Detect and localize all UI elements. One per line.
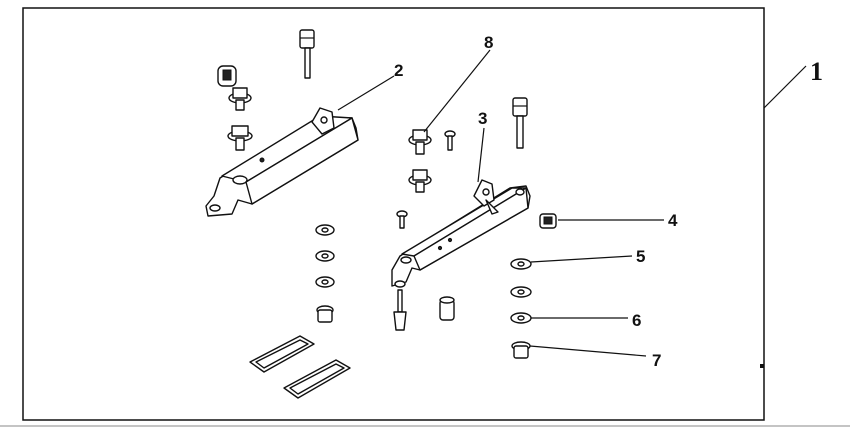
small-bolt-mid: [396, 210, 408, 229]
left-hex-bolt: [299, 29, 315, 79]
leader-3: [477, 127, 485, 183]
adhesive-pad-b: [283, 359, 351, 399]
left-nut: [217, 65, 237, 87]
small-bolt-top: [444, 130, 456, 151]
callout-3: 3: [478, 109, 487, 128]
kit-frame: [22, 7, 765, 421]
leader-2: [337, 75, 395, 111]
leader-5: [530, 255, 633, 263]
drop-stud: [393, 289, 407, 331]
callout-1: 1: [810, 57, 823, 86]
callout-4: 4: [668, 211, 678, 230]
callout-8: 8: [484, 33, 493, 52]
leader-8: [423, 49, 491, 133]
left-flange-nut-a: [228, 87, 252, 111]
flange-nut-8a: [408, 129, 432, 155]
right-bracket: [391, 179, 531, 288]
washer-stack-left: [315, 224, 335, 323]
washer-6: [510, 312, 532, 324]
spacer-sleeve: [439, 296, 455, 321]
washer-5: [510, 258, 532, 270]
square-nut: [539, 213, 557, 229]
corner-mark: [760, 364, 764, 368]
nut-7: [511, 341, 531, 359]
adhesive-pad-a: [249, 335, 315, 373]
callout-2: 2: [394, 61, 403, 80]
left-bracket: [205, 107, 359, 217]
left-flange-nut-b: [227, 125, 253, 151]
leader-7: [529, 345, 647, 357]
washer-extra: [510, 286, 532, 298]
right-hex-bolt: [512, 97, 528, 149]
callout-7: 7: [652, 351, 661, 370]
callout-6: 6: [632, 311, 641, 330]
leader-1: [763, 65, 807, 109]
callout-5: 5: [636, 247, 645, 266]
flange-nut-8b: [408, 169, 432, 193]
